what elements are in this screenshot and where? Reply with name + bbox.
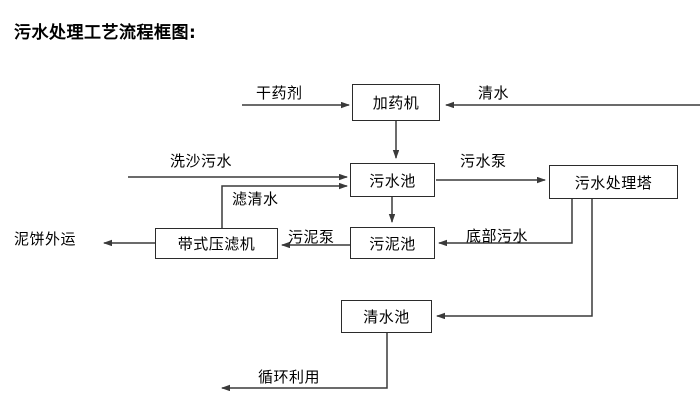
edge-tower-to-sludge-pool (438, 199, 573, 247)
node-label: 加药机 (372, 94, 420, 112)
edge-label-sewage-pump: 污水泵 (460, 152, 507, 170)
terminal-dry-agent: 干药剂 (256, 84, 303, 102)
node-label: 带式压滤机 (177, 235, 256, 253)
terminal-mud-cake-outward: 泥饼外运 (14, 230, 77, 248)
node-dosing-machine[interactable]: 加药机 (352, 84, 440, 121)
edge-tower-to-clean-water-pool (436, 199, 593, 320)
node-label: 污泥池 (369, 234, 416, 253)
edge-clean-water-pool-recycle (221, 333, 388, 392)
node-label: 污水池 (369, 171, 416, 190)
terminal-sand-washing-sewage: 洗沙污水 (170, 152, 233, 170)
node-belt-filter-press[interactable]: 带式压滤机 (155, 228, 278, 259)
edge-filtered-water-to-sewage-pool (221, 182, 348, 228)
node-sewage-treatment-tower[interactable]: 污水处理塔 (549, 165, 678, 199)
node-sludge-pool[interactable]: 污泥池 (350, 227, 435, 259)
node-label: 污水处理塔 (574, 173, 653, 192)
page-title: 污水处理工艺流程框图: (14, 23, 197, 43)
edge-label-filtered-clear-water: 滤清水 (232, 190, 279, 208)
node-clean-water-pool[interactable]: 清水池 (341, 300, 432, 333)
node-label: 清水池 (363, 308, 410, 326)
edge-label-recycling-reuse: 循环利用 (258, 368, 321, 386)
node-sewage-pool[interactable]: 污水池 (350, 163, 435, 197)
terminal-clean-water-in: 清水 (478, 84, 510, 102)
edge-label-sludge-pump: 污泥泵 (288, 228, 335, 246)
edge-label-bottom-sewage: 底部污水 (466, 227, 529, 245)
